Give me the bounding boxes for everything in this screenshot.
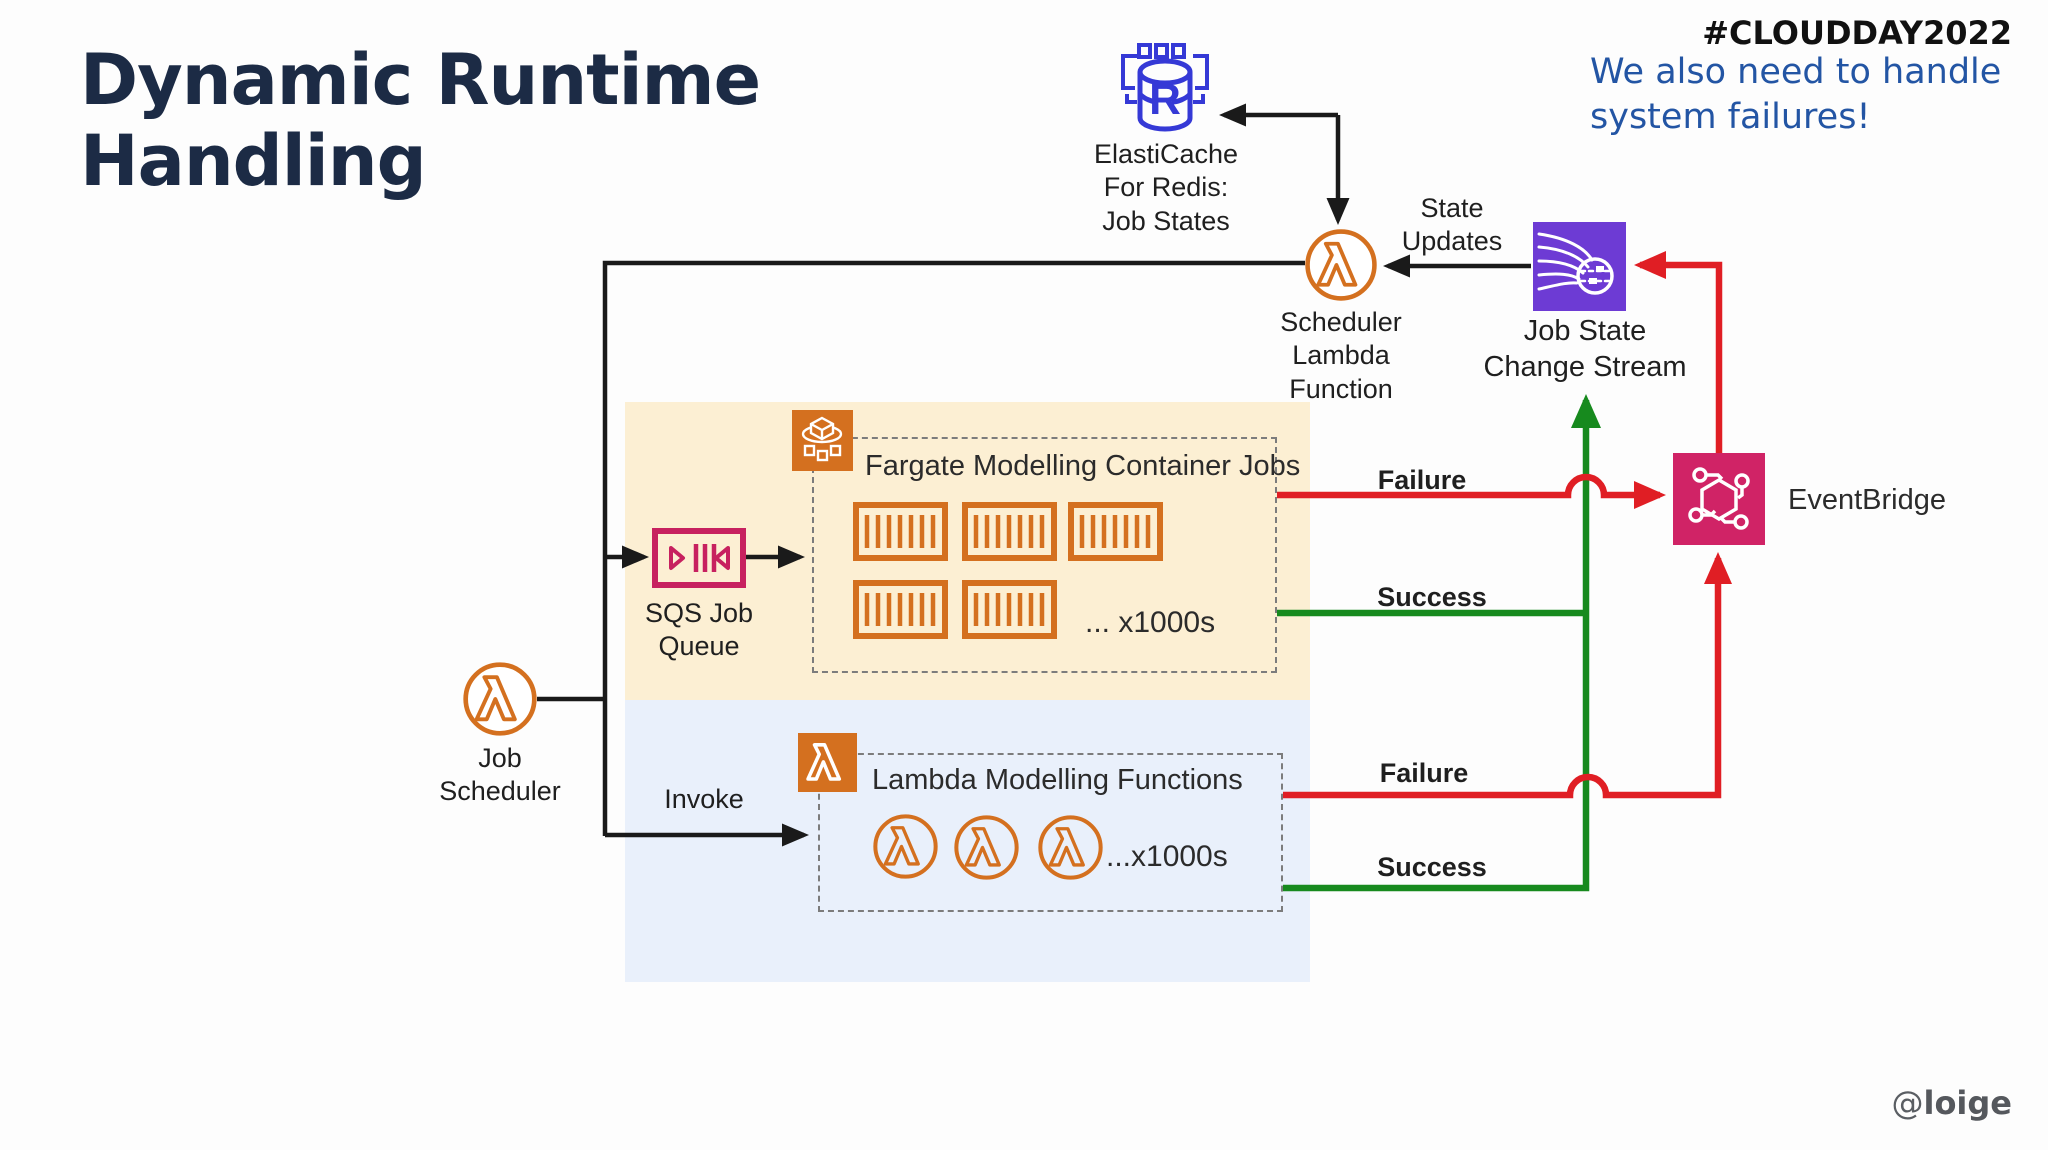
elasticache-icon: R <box>1115 42 1215 134</box>
container-icon <box>962 580 1057 639</box>
fargate-failure-label: Failure <box>1377 465 1467 495</box>
page-title: Dynamic Runtime Handling <box>80 39 761 203</box>
handle-name: loige <box>1923 1084 2012 1122</box>
container-icon <box>853 502 948 561</box>
job-scheduler-icon <box>461 660 539 738</box>
lambda-group-icon <box>798 733 857 792</box>
invoke-label: Invoke <box>664 784 744 814</box>
container-icon <box>853 580 948 639</box>
container-icon <box>1068 502 1163 561</box>
elasticache-label: ElastiCache For Redis: Job States <box>1093 139 1239 236</box>
elasticache-letter: R <box>1149 75 1181 124</box>
hashtag-label: #CLOUDDAY2022 <box>1702 14 2012 52</box>
lambda-icon <box>1037 814 1104 881</box>
fargate-icon <box>792 410 853 471</box>
lambda-scale-note: ...x1000s <box>1106 840 1228 873</box>
state-updates-label: State Updates <box>1401 193 1503 257</box>
lambda-icon <box>953 814 1020 881</box>
lambda-group-title: Lambda Modelling Functions <box>872 764 1243 796</box>
scheduler-lambda-icon <box>1303 227 1379 303</box>
edge-fargate-failure <box>1277 473 1666 509</box>
fargate-success-label: Success <box>1377 582 1487 612</box>
scheduler-lambda-label: Scheduler Lambda Function <box>1280 307 1402 404</box>
sqs-icon <box>652 528 746 588</box>
sqs-label: SQS Job Queue <box>644 598 754 662</box>
container-icon <box>962 502 1057 561</box>
fargate-scale-note: ... x1000s <box>1085 606 1216 639</box>
eventbridge-label: EventBridge <box>1788 484 1946 516</box>
side-note: We also need to handle system failures! <box>1590 52 2002 137</box>
lambda-failure-label: Failure <box>1379 758 1469 788</box>
job-state-stream-label: Job State Change Stream <box>1483 315 1687 383</box>
eventbridge-icon <box>1673 453 1765 545</box>
handle-at: @ <box>1891 1084 1924 1122</box>
edge-lambda-failure <box>1283 552 1732 799</box>
job-state-stream-icon <box>1533 222 1626 311</box>
fargate-group-title: Fargate Modelling Container Jobs <box>865 450 1301 482</box>
author-handle: @loige <box>1891 1084 2012 1122</box>
lambda-icon <box>872 813 939 880</box>
job-scheduler-label: Job Scheduler <box>439 743 561 807</box>
lambda-success-label: Success <box>1377 852 1487 882</box>
